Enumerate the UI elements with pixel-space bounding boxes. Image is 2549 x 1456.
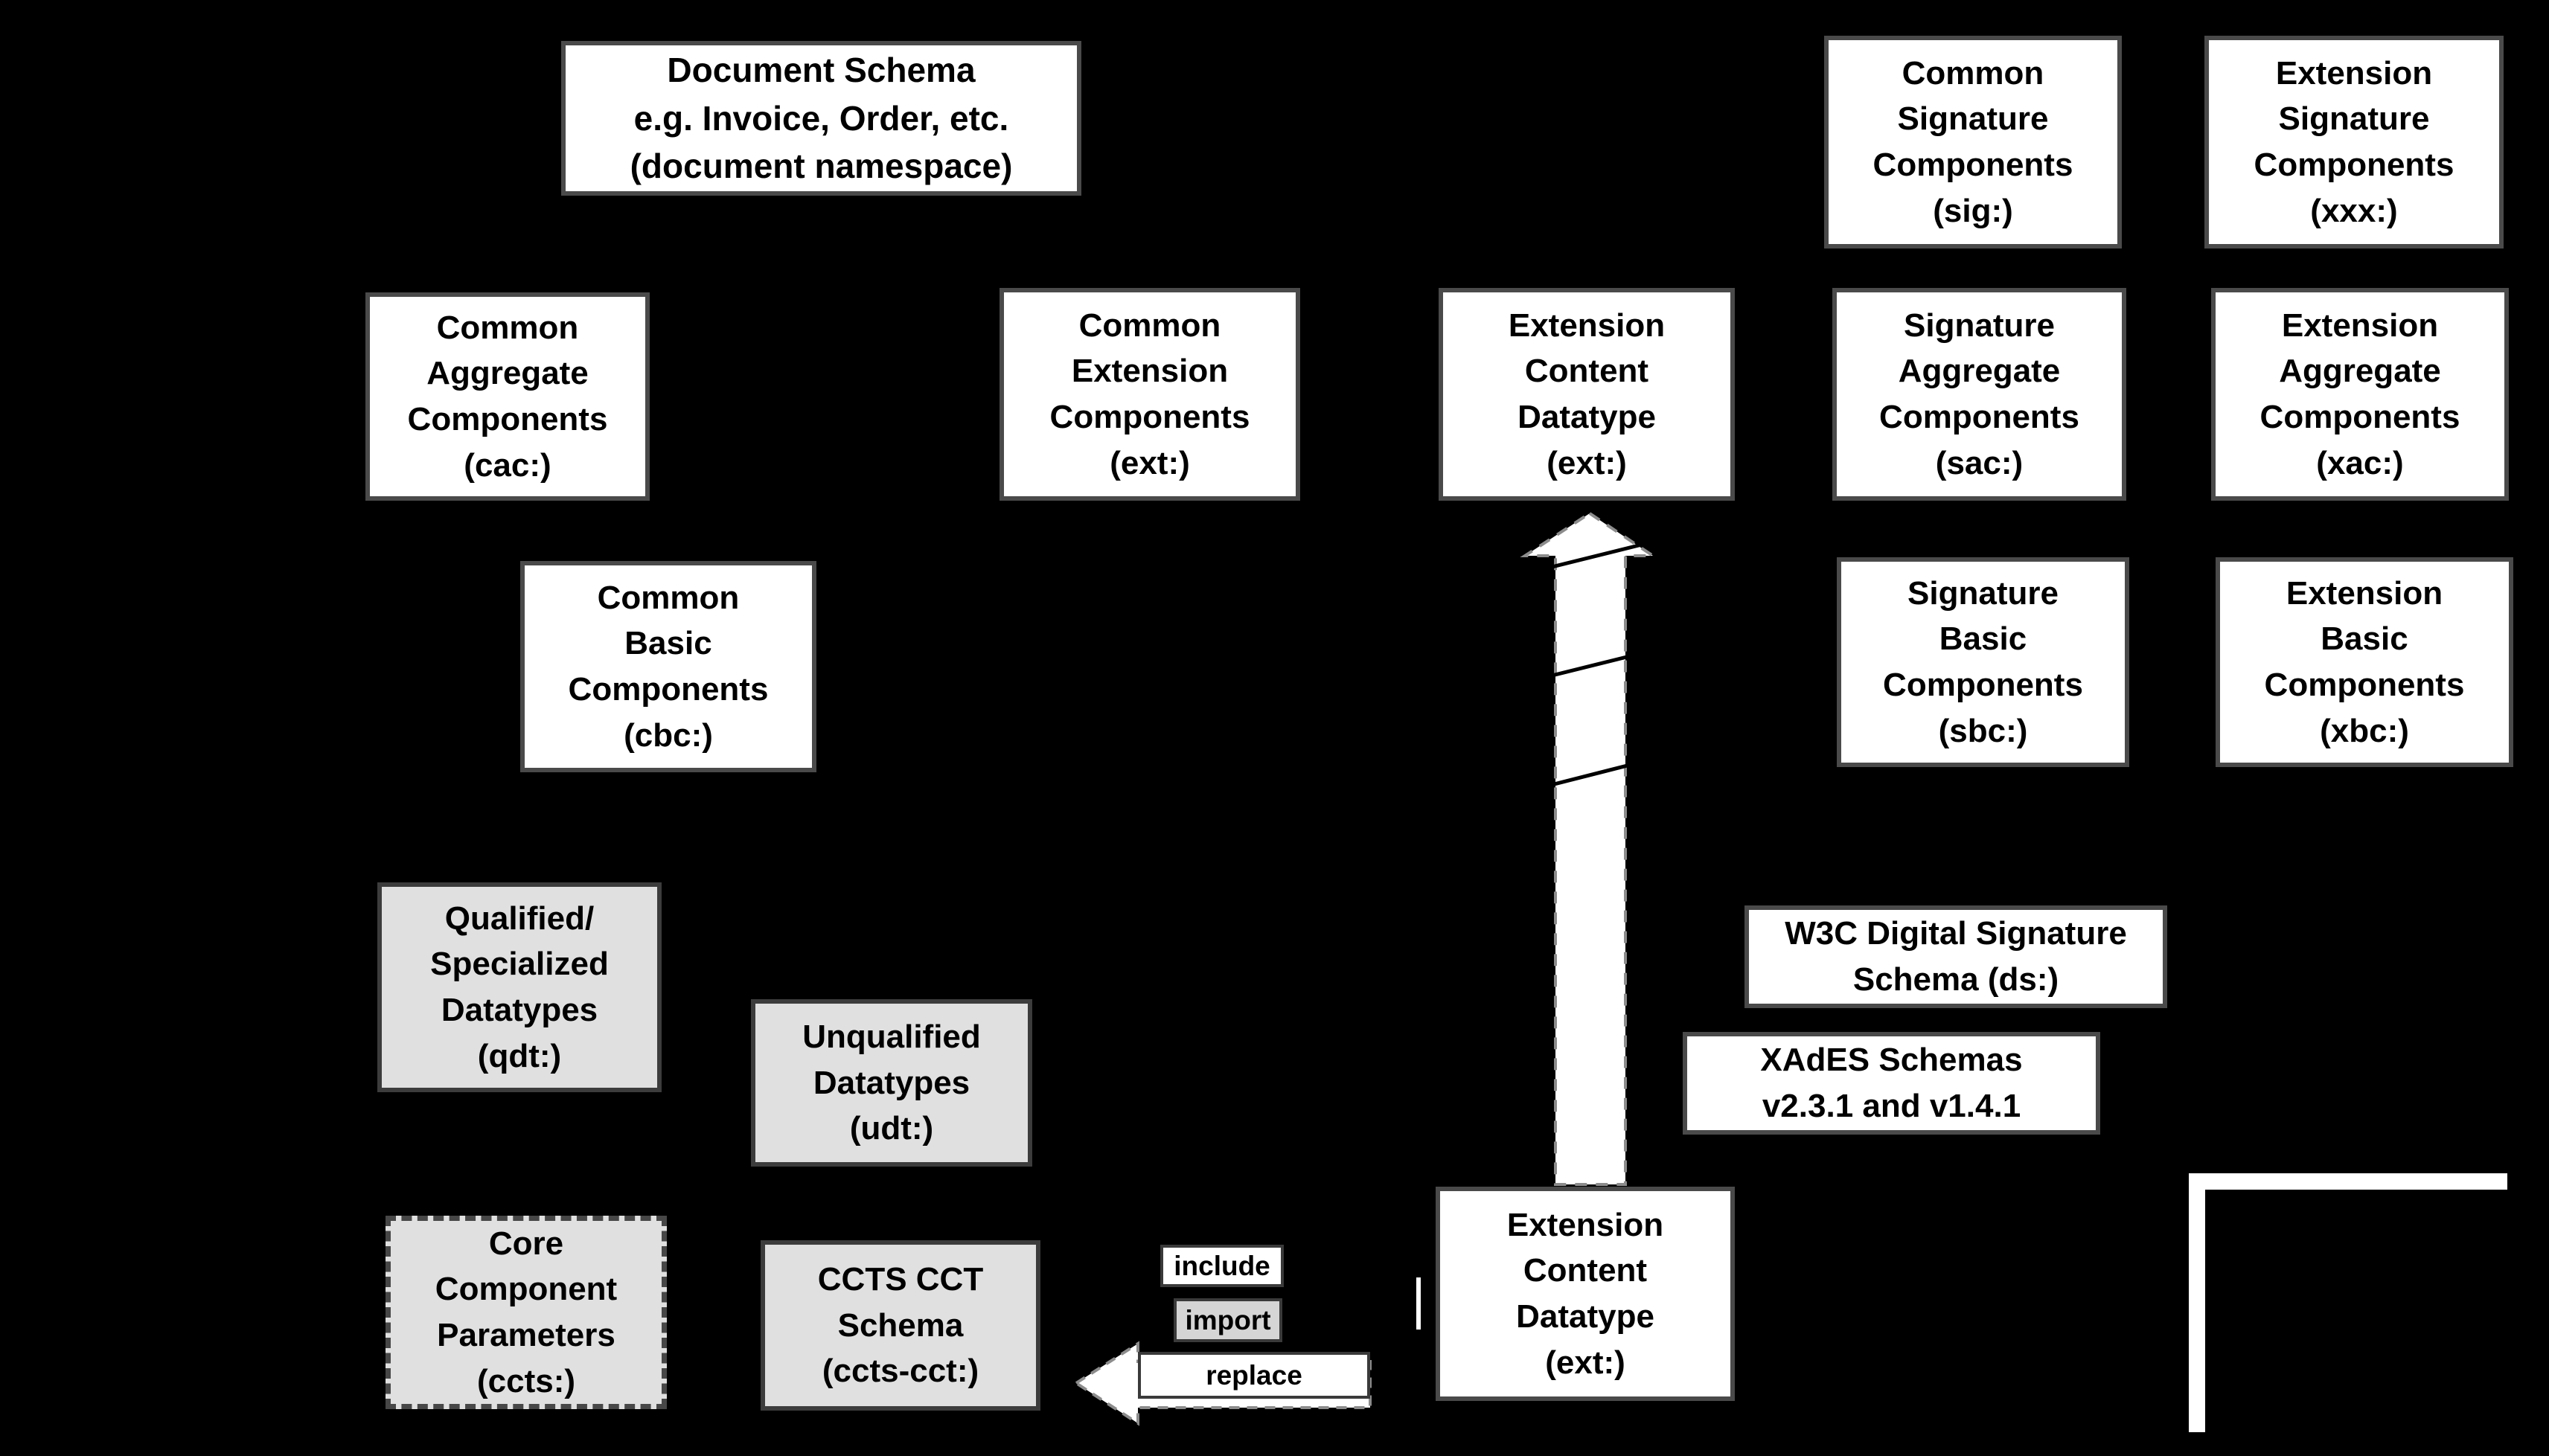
box-common-extension-components: Common Extension Components (ext:): [1000, 288, 1300, 501]
crossing-line-3: [1521, 757, 1654, 795]
box-common-aggregate-components: Common Aggregate Components (cac:): [365, 292, 650, 501]
box-extension-aggregate-components: Extension Aggregate Components (xac:): [2211, 288, 2509, 501]
crossing-line-1: [1521, 539, 1654, 577]
box-xades-schemas: XAdES Schemas v2.3.1 and v1.4.1: [1683, 1032, 2100, 1135]
box-w3c-digital-signature-schema: W3C Digital Signature Schema (ds:): [1744, 905, 2167, 1008]
crossing-line-2: [1521, 648, 1654, 685]
box-qualified-specialized-datatypes: Qualified/ Specialized Datatypes (qdt:): [377, 882, 662, 1092]
box-document-schema: Document Schema e.g. Invoice, Order, etc…: [561, 41, 1081, 196]
connector-tick: [1416, 1277, 1421, 1330]
box-extension-basic-components: Extension Basic Components (xbc:): [2216, 557, 2513, 767]
box-core-component-parameters: Core Component Parameters (ccts:): [386, 1216, 667, 1409]
corner-line-horizontal: [2189, 1173, 2507, 1190]
box-extension-content-datatype-top: Extension Content Datatype (ext:): [1439, 288, 1735, 501]
box-extension-signature-components: Extension Signature Components (xxx:): [2204, 36, 2504, 248]
box-signature-basic-components: Signature Basic Components (sbc:): [1837, 557, 2129, 767]
corner-line-vertical: [2189, 1173, 2205, 1432]
box-signature-aggregate-components: Signature Aggregate Components (sac:): [1832, 288, 2126, 501]
legend-include-label: include: [1160, 1245, 1284, 1287]
box-common-signature-components: Common Signature Components (sig:): [1824, 36, 2122, 248]
legend-import-label: import: [1174, 1298, 1282, 1342]
box-ccts-cct-schema: CCTS CCT Schema (ccts-cct:): [761, 1240, 1040, 1411]
legend-replace-label: replace: [1138, 1352, 1370, 1399]
box-extension-content-datatype-bottom: Extension Content Datatype (ext:): [1436, 1187, 1735, 1401]
box-common-basic-components: Common Basic Components (cbc:): [520, 561, 816, 772]
replace-up-arrow-icon: [1520, 511, 1658, 1186]
box-unqualified-datatypes: Unqualified Datatypes (udt:): [751, 999, 1032, 1167]
